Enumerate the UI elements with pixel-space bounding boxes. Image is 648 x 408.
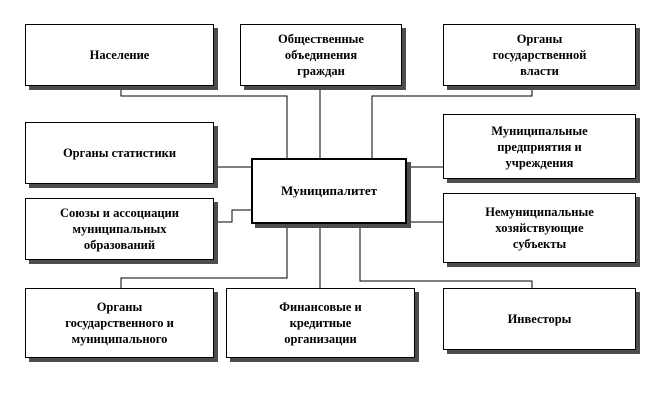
node-unions-associations: Союзы и ассоциации муниципальных образов…	[25, 198, 214, 260]
link-state-municipal	[120, 224, 288, 288]
node-investors: Инвесторы	[443, 288, 636, 350]
link-state-bodies	[371, 89, 533, 158]
node-population: Население	[25, 24, 214, 86]
link-investors	[359, 224, 533, 288]
node-municipality: Муниципалитет	[251, 158, 407, 224]
node-statistics-bodies: Органы статистики	[25, 122, 214, 184]
node-financial-organizations: Финансовые и кредитные организации	[226, 288, 415, 358]
link-unions	[214, 209, 251, 223]
node-state-bodies: Органы государственной власти	[443, 24, 636, 86]
node-municipal-enterprises: Муниципальные предприятия и учреждения	[443, 114, 636, 179]
node-state-municipal-bodies: Органы государственного и муниципального	[25, 288, 214, 358]
node-public-associations: Общественные объединения граждан	[240, 24, 402, 86]
link-population	[120, 89, 288, 158]
node-non-municipal-entities: Немуниципальные хозяйствующие субъекты	[443, 193, 636, 263]
